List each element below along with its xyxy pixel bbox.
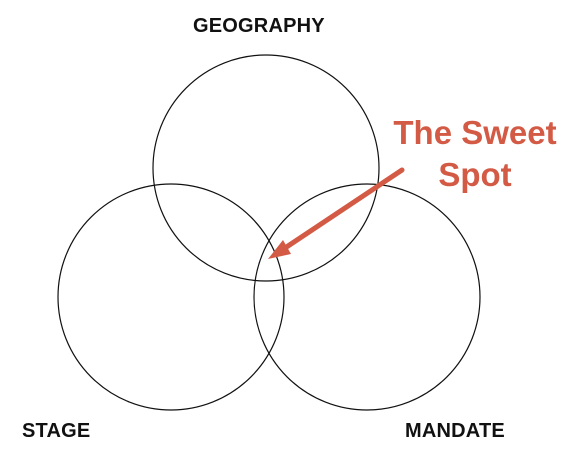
sweet-spot-callout: The Sweet Spot: [370, 112, 580, 196]
circle-geography: [152, 54, 380, 282]
sweet-spot-line-2: Spot: [438, 156, 512, 193]
sweet-spot-line-1: The Sweet: [393, 114, 557, 151]
label-mandate: MANDATE: [405, 420, 505, 442]
circle-stage: [57, 183, 285, 411]
circle-mandate: [253, 183, 481, 411]
label-geography: GEOGRAPHY: [193, 15, 325, 37]
sweet-spot-arrow: [268, 167, 405, 259]
label-stage: STAGE: [22, 420, 91, 442]
